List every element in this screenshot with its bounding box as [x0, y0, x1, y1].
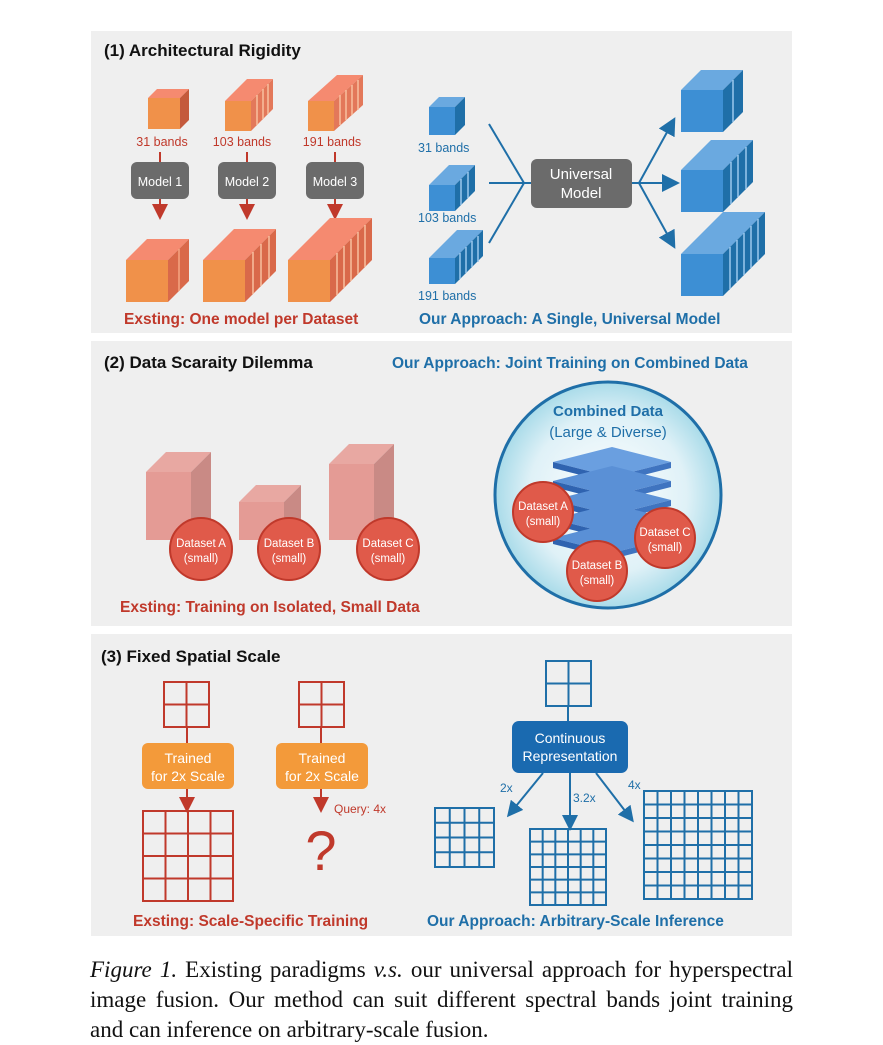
trained-box-left: Trained for 2x Scale [142, 743, 234, 789]
dataset-circle-b-left: Dataset B (small) [257, 517, 321, 581]
dataset-a-size-right: (small) [526, 516, 561, 528]
blue-cube-input-2 [429, 165, 475, 211]
panel3-left-caption: Exsting: Scale-Specific Training [133, 913, 368, 930]
output-grid-left [142, 810, 234, 902]
orange-cube-large-3 [288, 218, 372, 302]
model-box-3: Model 3 [306, 162, 364, 199]
orange-cube-large-2 [203, 229, 276, 302]
converging-lines [488, 123, 525, 244]
caption-text-before: Existing paradigms [185, 957, 366, 982]
scale-label-4x: 4x [628, 778, 641, 792]
dataset-circle-b-right: Dataset B (small) [566, 540, 628, 602]
dataset-a-size: (small) [184, 553, 219, 565]
dataset-c-name-right: Dataset C [639, 527, 690, 539]
question-mark-icon: ? [305, 819, 336, 882]
model-label-2: Model 2 [225, 175, 270, 189]
orange-cube-small-3 [308, 75, 363, 131]
band-label-191-left: 191 bands [303, 135, 361, 149]
panel1-diagram: (1) Architectural Rigidity 31 bands 103 … [104, 41, 765, 328]
continuous-representation-box: Continuous Representation [512, 721, 628, 773]
caption-vs: v.s. [373, 957, 403, 982]
model-box-2: Model 2 [218, 162, 276, 199]
scale-label-3-2x: 3.2x [573, 791, 596, 805]
dataset-b-size: (small) [272, 553, 307, 565]
model-label-3: Model 3 [313, 175, 358, 189]
continuous-line2: Representation [523, 748, 618, 764]
band-label-191-right: 191 bands [418, 289, 476, 303]
panel-architectural-rigidity: (1) Architectural Rigidity 31 bands 103 … [91, 31, 792, 333]
combined-data-subtitle: (Large & Diverse) [549, 424, 667, 441]
dataset-a-name: Dataset A [176, 538, 226, 550]
panel3-diagram: (3) Fixed Spatial Scale Trained for 2x S… [101, 647, 753, 930]
panel2-right-title: Our Approach: Joint Training on Combined… [392, 355, 748, 372]
band-label-31-right: 31 bands [418, 141, 469, 155]
dataset-circle-c-right: Dataset C (small) [634, 507, 696, 569]
dataset-c-size: (small) [371, 553, 406, 565]
panel-fixed-spatial-scale: (3) Fixed Spatial Scale Trained for 2x S… [91, 634, 792, 936]
trained-line2-left: for 2x Scale [151, 768, 225, 784]
panel1-left-caption: Exsting: One model per Dataset [124, 311, 358, 328]
panel1-title: (1) Architectural Rigidity [104, 41, 301, 60]
universal-model-line1: Universal [550, 166, 613, 183]
query-label: Query: 4x [334, 802, 386, 816]
dataset-b-name: Dataset B [264, 538, 315, 550]
panel3-right-caption: Our Approach: Arbitrary-Scale Inference [427, 913, 724, 930]
panel2-left-caption: Exsting: Training on Isolated, Small Dat… [120, 599, 420, 616]
arrow-scale-4x [595, 772, 634, 823]
dataset-c-size-right: (small) [648, 542, 683, 554]
band-label-31-left: 31 bands [136, 135, 187, 149]
continuous-line1: Continuous [535, 730, 606, 746]
trained-box-right: Trained for 2x Scale [276, 743, 368, 789]
input-grid-blue [545, 660, 592, 707]
model-box-1: Model 1 [131, 162, 189, 199]
arrow-up-right [638, 117, 676, 184]
output-grid-4x [643, 790, 753, 900]
orange-cube-small-2 [225, 79, 273, 131]
trained-line1-right: Trained [299, 750, 346, 766]
output-grid-2x [434, 807, 495, 868]
universal-model-line2: Model [561, 185, 602, 202]
trained-line1-left: Trained [165, 750, 212, 766]
input-grid-right [298, 681, 345, 728]
dataset-b-size-right: (small) [580, 575, 615, 587]
dataset-b-name-right: Dataset B [572, 560, 623, 572]
figure-caption: Figure 1. Existing paradigms v.s. our un… [90, 955, 793, 1045]
scale-label-2x: 2x [500, 781, 513, 795]
universal-model-box: Universal Model [531, 159, 632, 208]
orange-cube-large-1 [126, 239, 189, 302]
blue-cube-output-1 [681, 70, 743, 132]
band-label-103-right: 103 bands [418, 211, 476, 225]
output-grid-3-2x [529, 828, 607, 906]
arrow-scale-2x [506, 772, 544, 818]
trained-line2-right: for 2x Scale [285, 768, 359, 784]
panel3-title: (3) Fixed Spatial Scale [101, 647, 281, 666]
band-label-103-left: 103 bands [213, 135, 271, 149]
panel2-diagram: (2) Data Scaraity Dilemma Our Approach: … [104, 353, 748, 616]
input-grid-left [163, 681, 210, 728]
combined-data-title: Combined Data [553, 403, 664, 420]
model-label-1: Model 1 [138, 175, 183, 189]
dataset-circle-a-left: Dataset A (small) [169, 517, 233, 581]
dataset-a-name-right: Dataset A [518, 501, 568, 513]
dataset-circle-c-left: Dataset C (small) [356, 517, 420, 581]
panel-data-scarcity: (2) Data Scaraity Dilemma Our Approach: … [91, 341, 792, 626]
orange-cube-small-1 [148, 89, 189, 129]
blue-cube-output-2 [681, 140, 753, 212]
dataset-circle-a-right: Dataset A (small) [512, 481, 574, 543]
panel1-right-caption: Our Approach: A Single, Universal Model [419, 311, 720, 328]
blue-cube-output-3 [681, 212, 765, 296]
dataset-c-name: Dataset C [362, 538, 413, 550]
pink-box-c [329, 444, 394, 540]
arrow-down-right [638, 182, 676, 249]
panel2-title: (2) Data Scaraity Dilemma [104, 353, 313, 372]
blue-cube-input-3 [429, 230, 483, 284]
figure-label: Figure 1. [90, 957, 178, 982]
blue-cube-input-1 [429, 97, 465, 135]
